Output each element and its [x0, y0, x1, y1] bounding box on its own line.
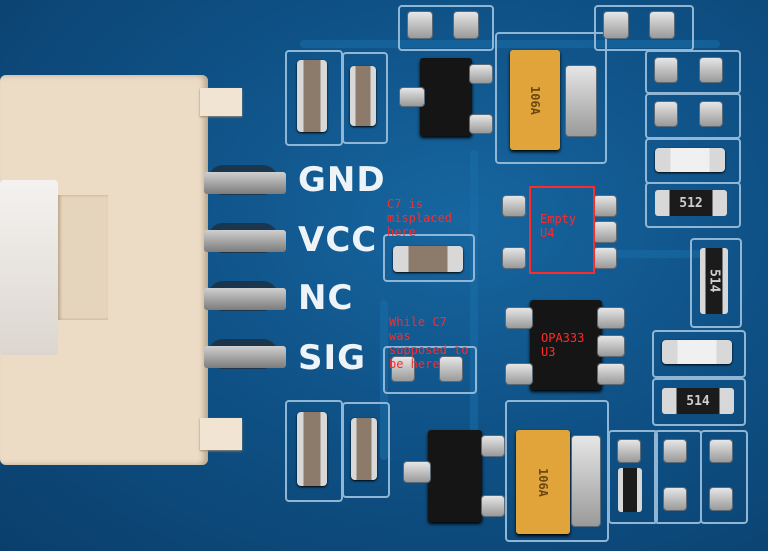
footprint-outline	[495, 32, 607, 164]
pad	[650, 12, 674, 38]
pad	[655, 102, 677, 126]
pad	[506, 308, 532, 328]
footprint-outline	[652, 378, 746, 426]
pad	[470, 65, 492, 83]
footprint-outline	[608, 430, 658, 524]
footprint-outline	[700, 430, 748, 524]
u4-pad	[594, 248, 616, 268]
annotation-empty-u4: Empty U4	[540, 212, 577, 240]
footprint-outline	[383, 234, 475, 282]
footprint-outline	[652, 330, 746, 378]
u4-pad	[594, 222, 616, 242]
pad	[598, 336, 624, 356]
pad	[664, 488, 686, 510]
annotation-c7-misplaced: C7 is misplaced here	[387, 197, 453, 239]
footprint-outline	[594, 5, 694, 51]
pin-sig	[204, 346, 286, 368]
pad	[506, 364, 532, 384]
transistor-bottom	[428, 430, 482, 522]
c7-intended-pad	[392, 357, 414, 381]
silkscreen-gnd: GND	[298, 160, 386, 200]
silkscreen-nc: NC	[298, 278, 354, 318]
footprint-outline	[690, 238, 742, 328]
silkscreen-sig: SIG	[298, 338, 367, 378]
c7-intended-pad	[440, 357, 462, 381]
footprint-outline	[383, 346, 477, 394]
pad	[482, 436, 504, 456]
pad	[454, 12, 478, 38]
c7-capacitor-misplaced	[393, 246, 463, 272]
opa333-u3-chip	[530, 300, 602, 390]
footprint-outline	[342, 402, 390, 498]
footprint-outline	[342, 52, 388, 144]
capacitor	[297, 60, 327, 132]
pad	[700, 102, 722, 126]
footprint-outline	[645, 182, 741, 228]
resistor-512: 512	[655, 190, 727, 216]
trace	[470, 150, 478, 480]
pad	[664, 440, 686, 462]
pad	[604, 12, 628, 38]
pin-nc	[204, 288, 286, 310]
pin-vcc	[204, 230, 286, 252]
capacitor	[297, 412, 327, 486]
connector-tab-top	[200, 88, 242, 116]
annotation-c7-supposed: While C7 was supposed to be here	[389, 315, 469, 371]
u4-pad	[594, 196, 616, 216]
pad	[400, 88, 424, 106]
pad	[598, 308, 624, 328]
capacitor	[350, 66, 376, 126]
pad	[408, 12, 432, 38]
connector-tab-bottom	[200, 418, 242, 450]
capacitor	[351, 418, 377, 480]
pad	[404, 462, 430, 482]
pad	[482, 496, 504, 516]
pin-gnd	[204, 172, 286, 194]
connector-slot	[58, 195, 108, 320]
capacitor	[662, 340, 732, 364]
resistor-514: 514	[662, 388, 734, 414]
trace	[600, 250, 720, 258]
pad	[572, 436, 600, 526]
pad	[655, 58, 677, 82]
connector-window	[0, 180, 58, 355]
silkscreen-vcc: VCC	[298, 220, 378, 260]
pad	[710, 440, 732, 462]
u4-pad	[503, 248, 525, 268]
annotation-opa333-u3: OPA333 U3	[541, 331, 585, 359]
resistor-514-vertical: 514	[700, 248, 728, 314]
tantalum-capacitor-bottom: 106A	[516, 430, 570, 534]
transistor-top	[420, 58, 472, 136]
pad	[618, 440, 640, 462]
pad	[470, 115, 492, 133]
pad	[598, 364, 624, 384]
pad	[700, 58, 722, 82]
tantalum-capacitor-top: 106A	[510, 50, 560, 150]
pad	[710, 488, 732, 510]
empty-u4-highlight-box	[529, 186, 595, 274]
pad	[566, 66, 596, 136]
resistor-small	[618, 468, 642, 512]
capacitor	[655, 148, 725, 172]
footprint-outline	[398, 5, 494, 51]
u4-pad	[503, 196, 525, 216]
trace	[300, 40, 720, 48]
